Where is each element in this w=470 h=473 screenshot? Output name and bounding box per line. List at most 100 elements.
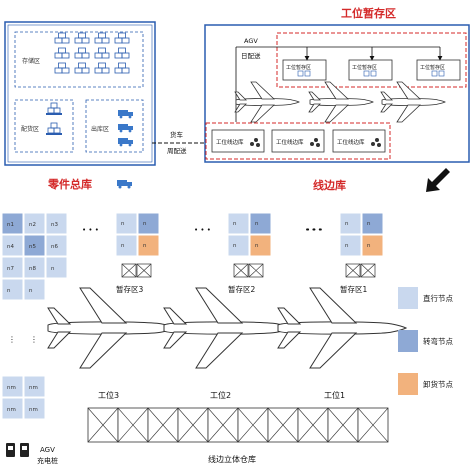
node-label: nm	[29, 385, 38, 391]
legend-label: 转弯节点	[423, 336, 453, 346]
grid-node	[1, 234, 24, 257]
truck-frequency-label: 周配送	[167, 146, 187, 155]
crate-icon	[81, 52, 90, 59]
buffer-crate-line	[345, 263, 361, 278]
pallet-icon	[46, 113, 62, 115]
node-label: n	[345, 221, 349, 227]
crate-icon	[50, 102, 58, 109]
node-label: nm	[7, 385, 16, 391]
aircraft-icon-top-3	[380, 81, 446, 123]
crate-icon	[363, 70, 370, 77]
truck-label: 货车	[170, 130, 184, 139]
crate-icon	[74, 37, 83, 44]
wheel-icon	[128, 129, 132, 133]
crate-icon	[304, 70, 311, 77]
parts-icon	[310, 142, 314, 146]
node-label: n1	[7, 222, 14, 228]
crate-icon	[114, 52, 123, 59]
crate-icon	[121, 52, 130, 59]
grid-node	[23, 375, 46, 398]
crate-icon	[61, 52, 70, 59]
crate-icon	[118, 62, 126, 69]
station-3-label: 工位3	[98, 390, 119, 400]
line-side-box: 工位线边库	[211, 129, 265, 153]
parts-warehouse-frame	[4, 21, 156, 166]
rack-cross	[177, 407, 209, 443]
line-warehouse-frame	[204, 24, 470, 163]
crate-icon	[81, 67, 90, 74]
horizontal-ellipsis: • • •	[82, 226, 99, 234]
node-label: n	[143, 243, 147, 249]
station-buffer-frame	[276, 32, 467, 88]
charging-label: 充电桩	[37, 456, 58, 465]
grid-node	[1, 397, 24, 420]
storage-boxes-icon	[54, 32, 130, 74]
warehouse-label: 线边立体仓库	[208, 454, 256, 464]
straight-node	[227, 212, 250, 235]
aircraft-station-3	[47, 287, 177, 369]
rack-cross	[357, 407, 389, 443]
crate-icon	[61, 37, 70, 44]
rack-cross	[267, 407, 299, 443]
node-label: n8	[29, 266, 36, 272]
node-label: n	[255, 221, 259, 227]
parts-icon	[256, 143, 260, 147]
crate-icon	[118, 47, 126, 54]
crate-icon	[101, 67, 110, 74]
truck-icon	[117, 180, 132, 189]
unload-node	[361, 234, 384, 257]
horizontal-ellipsis: • • •	[194, 226, 211, 234]
crate-icon	[58, 47, 66, 54]
crate-icon	[53, 127, 61, 134]
buffer-crate-line	[360, 263, 376, 278]
node-label: nm	[29, 407, 38, 413]
crate-icon	[101, 52, 110, 59]
agv-frequency-label: 日配送	[241, 51, 261, 60]
line-side-box-frame	[271, 129, 325, 153]
vertical-ellipsis: ⋮	[8, 335, 16, 344]
wheel-icon	[128, 115, 132, 119]
grid-node	[1, 375, 24, 398]
crate-icon	[61, 67, 70, 74]
node-label: n	[233, 243, 237, 249]
rack-cross	[117, 407, 149, 443]
grid-node	[23, 234, 46, 257]
crate-icon	[78, 47, 86, 54]
unload-node	[137, 234, 160, 257]
parts-icon	[254, 138, 258, 142]
rack-cross	[87, 407, 119, 443]
rack-cross	[147, 407, 179, 443]
crate-icon	[94, 37, 103, 44]
station-buffer-box: 工位暂存区	[282, 59, 327, 81]
wheel-icon	[119, 143, 123, 147]
straight-node	[339, 234, 362, 257]
station-2-label: 工位2	[210, 390, 231, 400]
crate-icon	[54, 52, 63, 59]
parts-icon	[371, 142, 375, 146]
line-side-warehouse	[87, 407, 389, 443]
crate-icon	[50, 122, 58, 129]
truck-cab-icon	[128, 112, 133, 116]
buffer-label: 暂存区2	[228, 284, 255, 294]
node-label: n	[7, 288, 11, 294]
crate-icon	[54, 67, 63, 74]
straight-node	[227, 234, 250, 257]
crate-icon	[114, 67, 123, 74]
crate-icon	[94, 67, 103, 74]
station-buffer-box-label: 工位暂存区	[286, 64, 311, 71]
line-side-frame	[205, 122, 391, 160]
buffer-label: 暂存区3	[116, 284, 143, 294]
aircraft-station-2	[163, 287, 293, 369]
line-side-box: 工位线边库	[271, 129, 325, 153]
node-label: n	[29, 288, 33, 294]
wheel-icon	[119, 129, 123, 133]
grid-node	[23, 212, 46, 235]
crate-icon	[438, 70, 445, 77]
